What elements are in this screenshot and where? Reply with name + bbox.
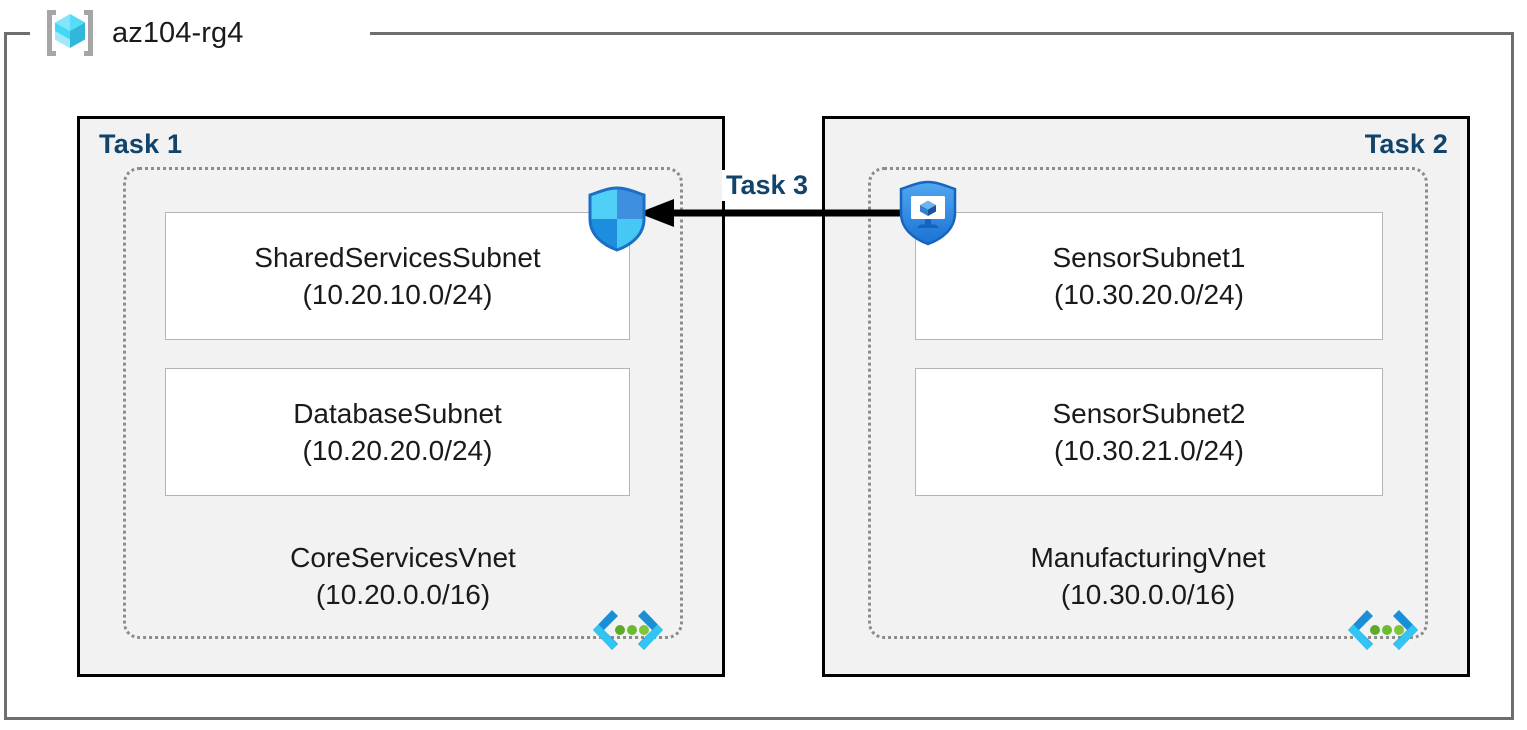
- subnet-database: DatabaseSubnet (10.20.20.0/24): [165, 368, 630, 496]
- vnet-caption-manufacturing: ManufacturingVnet (10.30.0.0/16): [888, 540, 1408, 612]
- vnet-caption-core-services: CoreServicesVnet (10.20.0.0/16): [143, 540, 663, 612]
- resource-group-name: az104-rg4: [112, 16, 244, 49]
- network-security-group-shield-icon: [586, 186, 648, 252]
- vnet-container-core-services: [123, 167, 683, 639]
- virtual-network-icon: [592, 608, 664, 652]
- resource-group-cube-icon: [42, 7, 98, 59]
- vnet-name: ManufacturingVnet: [1030, 542, 1266, 573]
- network-watcher-shield-icon: [897, 180, 959, 246]
- resource-group-frame: [4, 32, 1514, 720]
- subnet-shared-services: SharedServicesSubnet (10.20.10.0/24): [165, 212, 630, 340]
- vnet-cidr: (10.30.0.0/16): [1060, 579, 1236, 610]
- subnet-cidr: (10.30.21.0/24): [1054, 435, 1244, 466]
- subnet-name: DatabaseSubnet: [293, 398, 502, 429]
- vnet-container-manufacturing: [868, 167, 1428, 639]
- task-1-label: Task 1: [99, 129, 183, 159]
- resource-group-frame-title-gap: [30, 20, 370, 46]
- subnet-sensor-1: SensorSubnet1 (10.30.20.0/24): [915, 212, 1383, 340]
- vnet-name: CoreServicesVnet: [290, 542, 516, 573]
- resource-group-header: az104-rg4: [42, 4, 244, 62]
- virtual-network-icon: [1347, 608, 1419, 652]
- subnet-cidr: (10.20.10.0/24): [302, 279, 493, 310]
- task-3-label: Task 3: [722, 170, 813, 201]
- subnet-name: SensorSubnet2: [1052, 398, 1246, 429]
- subnet-name: SharedServicesSubnet: [254, 242, 541, 273]
- subnet-sensor-2: SensorSubnet2 (10.30.21.0/24): [915, 368, 1383, 496]
- left-arrow-icon: [638, 196, 908, 230]
- vnet-cidr: (10.20.0.0/16): [315, 579, 491, 610]
- subnet-cidr: (10.30.20.0/24): [1054, 279, 1244, 310]
- task-2-label: Task 2: [1364, 129, 1448, 159]
- subnet-name: SensorSubnet1: [1052, 242, 1246, 273]
- subnet-cidr: (10.20.20.0/24): [302, 435, 493, 466]
